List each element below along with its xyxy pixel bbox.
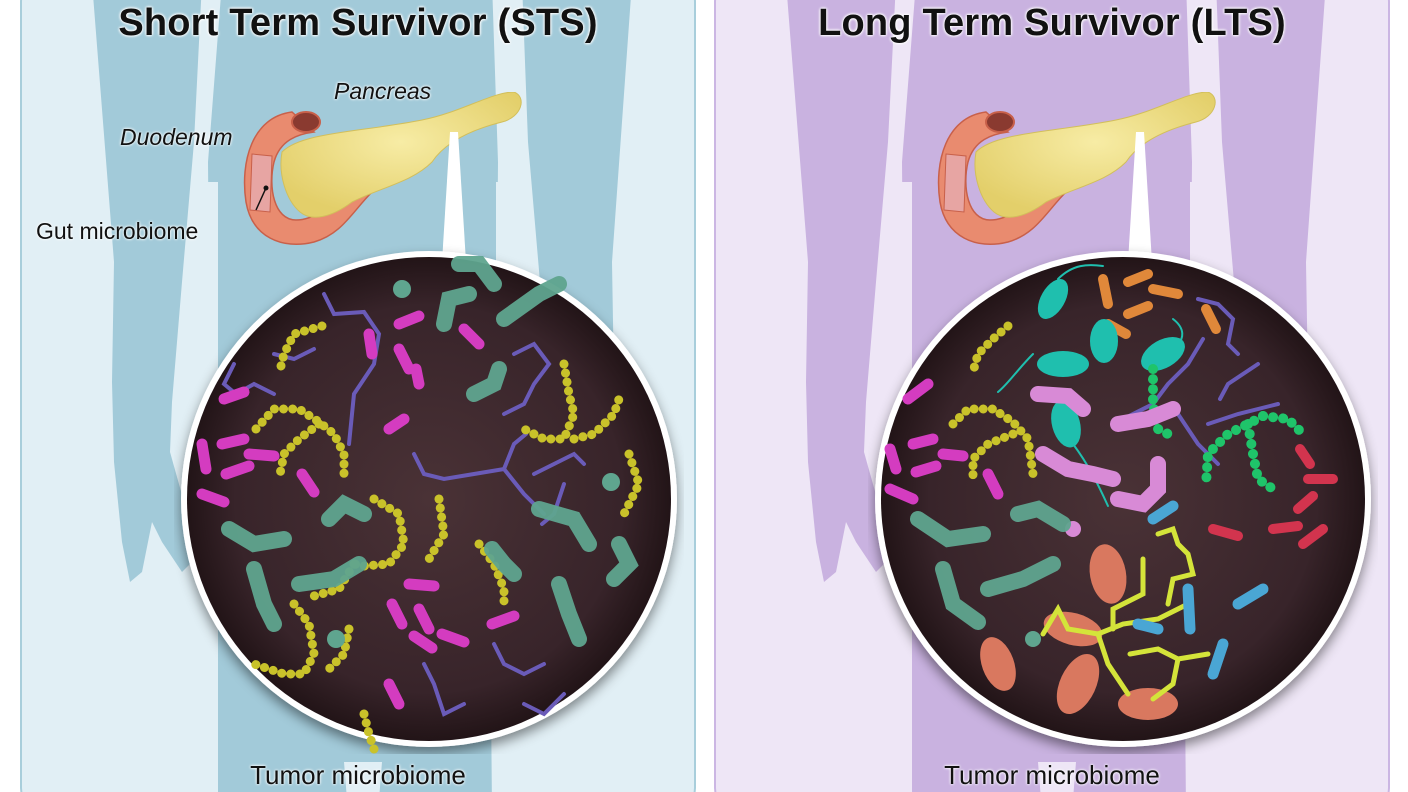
sts-gut-microbiome-label: Gut microbiome <box>36 218 199 244</box>
lts-title: Long Term Survivor (LTS) <box>818 2 1286 44</box>
sts-pancreas-label: Pancreas <box>334 78 432 104</box>
lts-pancreas-duodenum-illustration <box>937 92 1216 262</box>
lts-tumor-microbiome-inset <box>875 251 1371 747</box>
lts-panel: Long Term Survivor (LTS) <box>714 0 1390 792</box>
sts-title: Short Term Survivor (STS) <box>118 2 598 44</box>
sts-panel: Short Term Survivor (STS) Pancreas Duode… <box>20 0 696 792</box>
sts-pancreas-duodenum-illustration <box>243 92 522 262</box>
sts-tumor-microbiome-inset <box>181 251 677 754</box>
sts-tumor-microbiome-label: Tumor microbiome <box>250 760 466 790</box>
sts-duodenum-label: Duodenum <box>120 124 233 150</box>
lts-tumor-microbiome-label: Tumor microbiome <box>944 760 1160 790</box>
